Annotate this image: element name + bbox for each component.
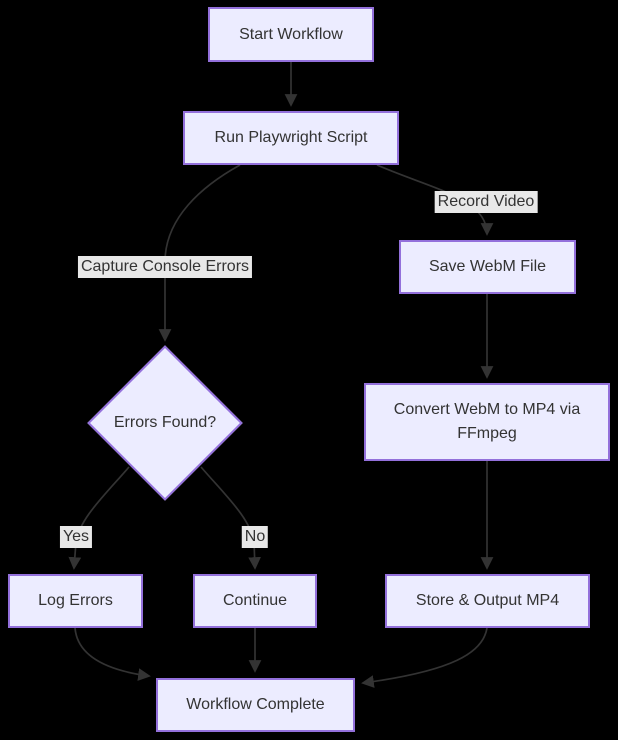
edge-decision-to-log xyxy=(68,466,130,570)
edge-log-to-complete xyxy=(74,627,151,681)
edge-store-to-complete xyxy=(361,627,488,688)
node-continue: Continue xyxy=(193,574,317,628)
node-save-webm-file-label: Save WebM File xyxy=(428,258,547,275)
node-errors-found-label: Errors Found? xyxy=(113,414,217,431)
node-start-workflow-label: Start Workflow xyxy=(239,25,343,43)
node-continue-label: Continue xyxy=(222,592,288,609)
node-workflow-complete: Workflow Complete xyxy=(156,678,355,732)
node-convert-webm-to-mp4: Convert WebM to MP4 via FFmpeg xyxy=(364,383,610,461)
edge-label-capture-console-errors: Capture Console Errors xyxy=(77,256,253,278)
edge-label-yes: Yes xyxy=(59,526,93,548)
node-convert-webm-to-mp4-label: Convert WebM to MP4 via FFmpeg xyxy=(393,401,581,442)
edge-label-record-video: Record Video xyxy=(434,191,538,213)
edge-run-to-decision xyxy=(158,164,241,342)
edge-label-no: No xyxy=(241,526,269,548)
node-run-playwright-script-label: Run Playwright Script xyxy=(214,129,368,146)
node-start-workflow: Start Workflow xyxy=(208,7,374,62)
node-save-webm-file: Save WebM File xyxy=(399,240,576,294)
node-store-output-mp4-label: Store & Output MP4 xyxy=(415,592,560,609)
node-store-output-mp4: Store & Output MP4 xyxy=(385,574,590,628)
node-workflow-complete-label: Workflow Complete xyxy=(186,696,325,713)
node-log-errors: Log Errors xyxy=(8,574,143,628)
edge-decision-to-continue xyxy=(200,466,261,570)
node-log-errors-label: Log Errors xyxy=(38,592,113,609)
node-run-playwright-script: Run Playwright Script xyxy=(183,111,399,165)
